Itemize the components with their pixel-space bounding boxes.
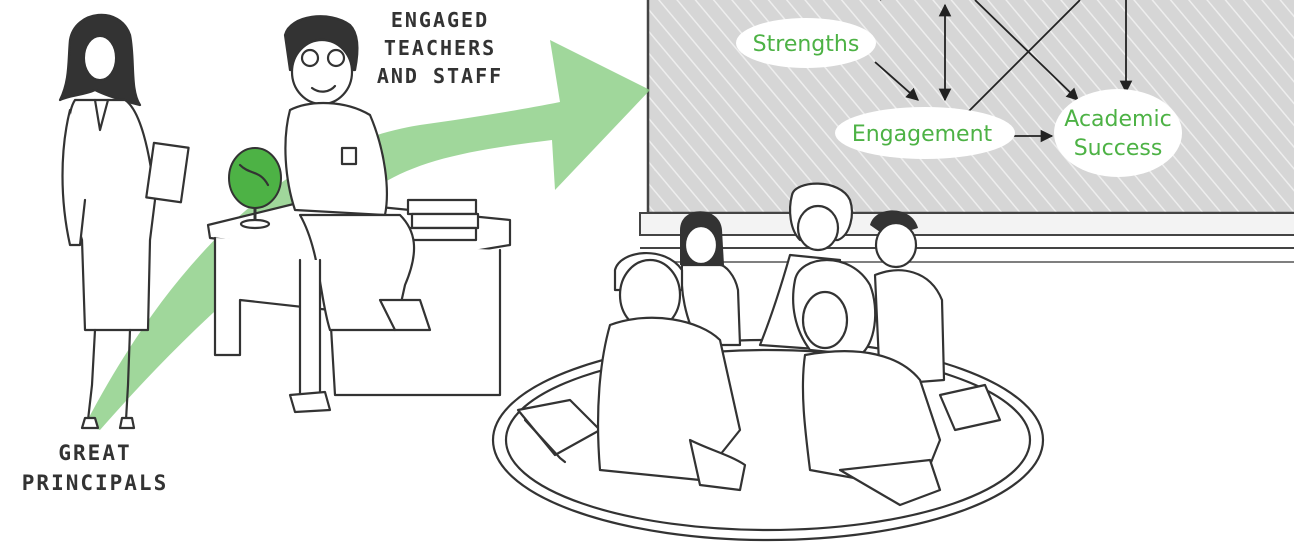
- node-academic-label-1: Academic: [1064, 107, 1171, 132]
- engaged-line3: AND STAFF: [377, 64, 503, 88]
- engaged-line1: ENGAGED: [391, 8, 489, 32]
- growth-arrow: [85, 40, 650, 430]
- great-principals-line1: GREAT: [58, 441, 131, 465]
- node-strengths: Strengths: [736, 18, 876, 68]
- arrow-diagonal-down: [974, 0, 1079, 101]
- node-strengths-label: Strengths: [753, 32, 860, 57]
- students-group: [596, 182, 946, 507]
- label-engaged-teachers: ENGAGED TEACHERS AND STAFF: [377, 8, 503, 88]
- chalkboard: Strengths Engagement Academic Success: [639, 0, 1294, 263]
- node-engagement: Engagement: [835, 107, 1015, 159]
- student-boy-front-left: [596, 252, 747, 492]
- node-academic-label-2: Success: [1074, 136, 1163, 161]
- diagram-arrows: [874, 0, 1133, 143]
- arrow-diagonal-up: [964, 0, 1081, 116]
- node-engagement-label: Engagement: [852, 122, 993, 147]
- great-principals-line2: PRINCIPALS: [22, 471, 168, 495]
- rug-books: [516, 383, 1002, 464]
- arrow-strengths-engagement: [874, 61, 919, 101]
- student-boy-right: [870, 210, 946, 387]
- node-academic-success: Academic Success: [1054, 89, 1182, 177]
- principal-figure: [58, 13, 190, 430]
- label-great-principals: GREAT PRINCIPALS: [22, 441, 168, 495]
- student-girl-blonde: [792, 259, 942, 507]
- engaged-line2: TEACHERS: [384, 36, 496, 60]
- teacher-figure: [283, 15, 432, 414]
